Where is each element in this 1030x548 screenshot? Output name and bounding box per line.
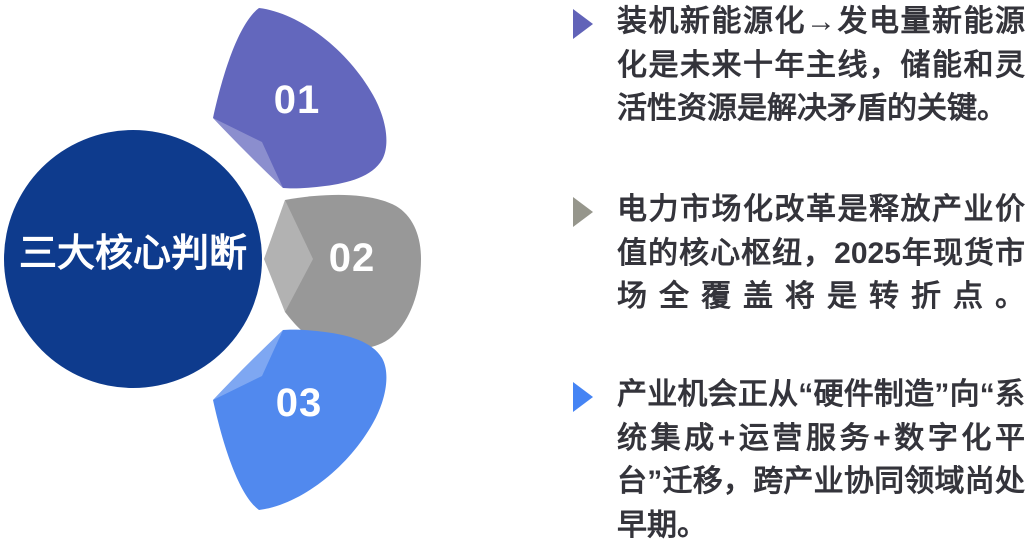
petal-01-shape (213, 8, 387, 189)
petal-02 (264, 194, 421, 349)
petal-03-highlight (213, 330, 283, 400)
arrow-bullet-icon (573, 9, 593, 39)
core-circle (4, 130, 262, 388)
petal-03-number: 03 (276, 381, 323, 425)
core-circle-label: 三大核心判断 (19, 233, 247, 275)
petal-01-highlight (213, 118, 283, 188)
judgment-point-3-text: 产业机会正从“硬件制造”向“系统集成+运营服务+数字化平台”迁移，跨产业协同领域… (617, 378, 1025, 542)
judgment-point-1: 装机新能源化→发电量新能源化是未来十年主线，储能和灵活性资源是解决矛盾的关键。 (560, 0, 1030, 131)
judgment-point-1-text: 装机新能源化→发电量新能源化是未来十年主线，储能和灵活性资源是解决矛盾的关键。 (617, 5, 1025, 125)
arrow-bullet-icon (573, 382, 593, 412)
judgment-point-2: 电力市场化改革是释放产业价值的核心枢纽，2025年现货市场全覆盖将是转折点。 (560, 188, 1030, 319)
petal-01-number: 01 (274, 78, 321, 122)
core-diagram: 三大核心判断 01 02 03 (4, 8, 421, 510)
petal-03 (213, 329, 387, 510)
petal-02-shape (264, 194, 421, 349)
judgment-point-2-text: 电力市场化改革是释放产业价值的核心枢纽，2025年现货市场全覆盖将是转折点。 (617, 193, 1025, 313)
arrow-bullet-icon (573, 197, 593, 227)
judgment-points: 装机新能源化→发电量新能源化是未来十年主线，储能和灵活性资源是解决矛盾的关键。 … (560, 0, 1030, 548)
petal-03-shape (213, 329, 387, 510)
petal-02-highlight (264, 200, 313, 312)
petal-02-number: 02 (329, 236, 376, 280)
judgment-point-3: 产业机会正从“硬件制造”向“系统集成+运营服务+数字化平台”迁移，跨产业协同领域… (560, 373, 1030, 547)
petal-01 (213, 8, 387, 189)
